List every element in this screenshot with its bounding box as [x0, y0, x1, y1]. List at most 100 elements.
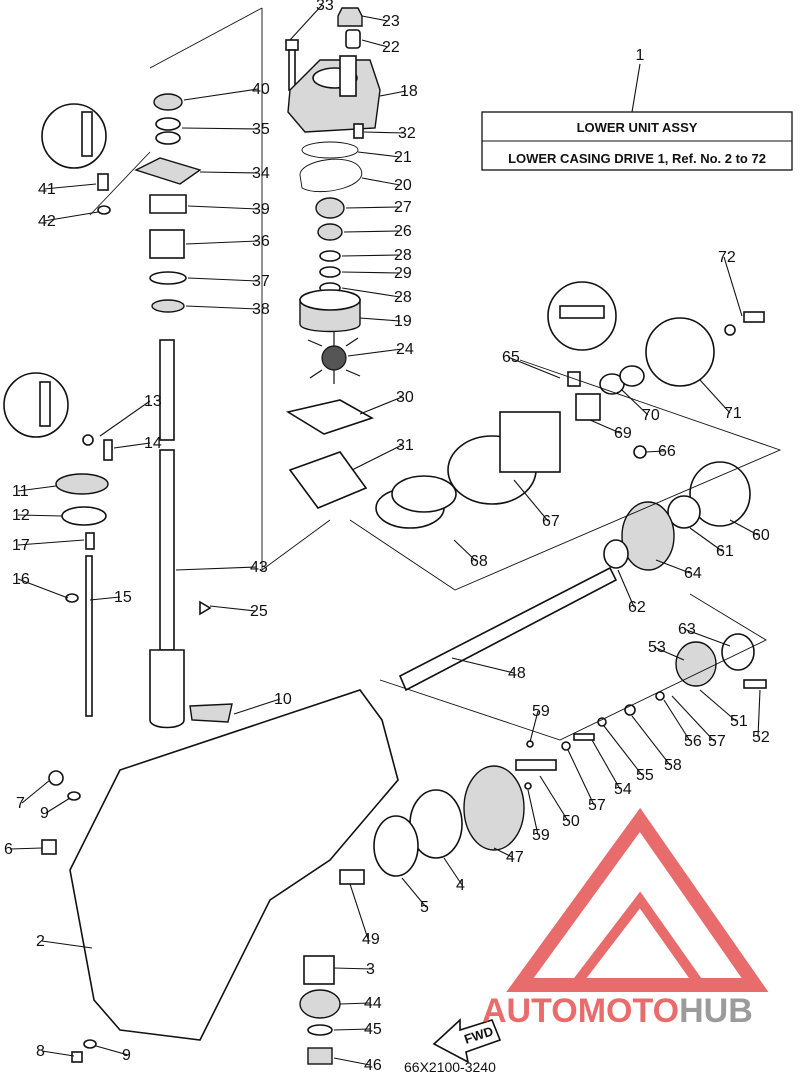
callout-leader [539, 775, 569, 822]
part-3-needle-bearing [303, 955, 335, 985]
part-20-gasket [299, 158, 363, 192]
callout-leader [339, 1002, 371, 1005]
part-14-bolt [103, 439, 113, 461]
part-2-lower-casing [69, 689, 399, 1041]
part-33-bolt-head [285, 39, 299, 51]
callout-43: 43 [250, 559, 268, 576]
part-65-bearing [575, 393, 601, 421]
callout-leader [453, 539, 477, 562]
callout-leader [95, 1045, 129, 1056]
callout-leader [175, 566, 257, 571]
callout-42: 42 [38, 213, 56, 230]
shift-rod-group [55, 434, 113, 717]
callout-19: 19 [394, 313, 412, 330]
callout-labels: 3323221832212027262829281924303140353439… [4, 0, 770, 1074]
callout-title-ref: 1 [636, 47, 645, 64]
callout-8: 8 [36, 1043, 45, 1060]
callout-28: 28 [394, 289, 412, 306]
callout-leader [89, 596, 121, 601]
part-22-sleeve [345, 29, 361, 49]
watermark-moto: MOTO [578, 992, 679, 1030]
callout-leader [699, 689, 737, 722]
callout-5: 5 [420, 899, 429, 916]
callout-leader [357, 151, 401, 158]
part-37-washer [149, 271, 187, 285]
part-43-shaft-upper [159, 339, 175, 441]
callout-3: 3 [366, 961, 375, 978]
callout-leader [443, 857, 463, 886]
callout-leader [185, 240, 259, 245]
callout-leader [699, 379, 731, 414]
callout-66: 66 [658, 443, 676, 460]
part-9-washer [67, 791, 81, 801]
callout-leader [683, 628, 731, 647]
callout-67: 67 [542, 513, 560, 530]
part-69-plug [633, 445, 647, 459]
watermark-text: AUTOMOTOHUB [482, 992, 753, 1030]
part-25-pin [199, 600, 212, 616]
detail-circle-11 [3, 372, 69, 438]
callout-31: 31 [396, 437, 414, 454]
part-24-impeller [307, 332, 361, 384]
part-36-needle-bearing [149, 229, 185, 259]
part-38-shim [151, 299, 185, 313]
part-21-o-ring [301, 141, 359, 159]
callout-10: 10 [274, 691, 292, 708]
part-31-gasket [288, 451, 368, 509]
callout-leader [345, 206, 401, 209]
callout-45: 45 [364, 1021, 382, 1038]
title-block: 1 LOWER UNIT ASSY LOWER CASING DRIVE 1, … [481, 47, 793, 171]
callout-55: 55 [636, 767, 654, 784]
callout-25: 25 [250, 603, 268, 620]
callout-leader [663, 699, 691, 742]
callout-leader [181, 127, 259, 130]
callout-leader [209, 605, 257, 612]
callout-leader [43, 211, 99, 222]
callout-35: 35 [252, 121, 270, 138]
callout-leader [341, 254, 401, 257]
callout-leader [359, 317, 401, 322]
fwd-arrow: FWD [432, 1018, 502, 1064]
part-35-bearing-a [155, 117, 181, 131]
callout-leader [361, 39, 389, 48]
callout-26: 26 [394, 223, 412, 240]
callout-leader [589, 419, 621, 434]
part-66-seal-b [619, 365, 645, 387]
detail-circle-35 [41, 103, 107, 169]
callout-leader [333, 1028, 371, 1031]
callout-4: 4 [456, 877, 465, 894]
part-59-ball-b [524, 782, 532, 790]
part-40-seal [153, 93, 183, 111]
part-54-plunger [573, 733, 595, 741]
callout-34: 34 [252, 165, 270, 182]
part-46-nut [307, 1047, 333, 1065]
callout-leader [45, 797, 71, 814]
callout-20: 20 [394, 177, 412, 194]
callout-leader [655, 559, 691, 574]
callout-leader [43, 183, 97, 190]
callout-54: 54 [614, 781, 632, 798]
callout-leader [493, 847, 513, 858]
callout-7: 7 [16, 795, 25, 812]
callout-33: 33 [316, 0, 334, 14]
title-line1: LOWER UNIT ASSY [577, 120, 698, 135]
part-27-insert [315, 197, 345, 219]
callout-leader [199, 171, 259, 174]
callout-70: 70 [642, 407, 660, 424]
callout-leader [187, 277, 259, 282]
callout-leader [113, 442, 151, 449]
part-64-shim [667, 495, 701, 529]
callout-leader [351, 444, 403, 471]
part-26-liner [317, 223, 343, 241]
callout-58: 58 [664, 757, 682, 774]
part-11-shift-cam [55, 473, 109, 495]
part-53-spring [721, 633, 755, 671]
callout-leader [17, 578, 69, 599]
callout-64: 64 [684, 565, 702, 582]
callout-leader [187, 205, 259, 210]
part-5-shim [373, 815, 419, 877]
callout-72: 72 [718, 249, 736, 266]
callout-46: 46 [364, 1057, 382, 1074]
part-28-washer [319, 250, 341, 262]
